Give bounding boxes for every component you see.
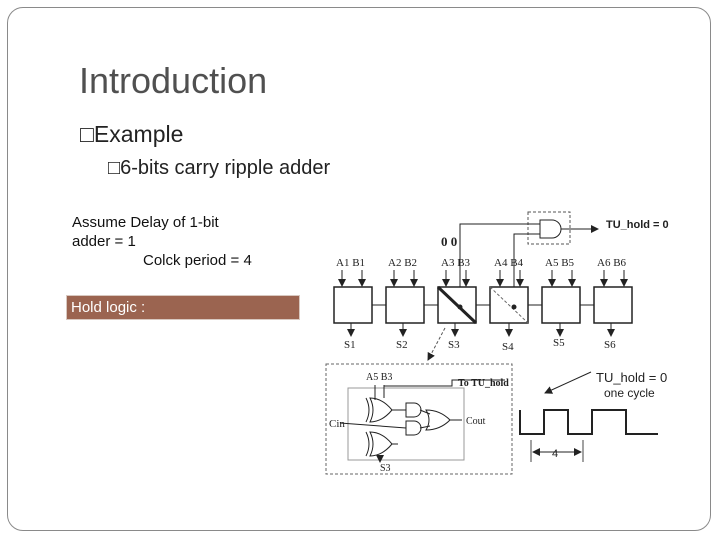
slide-title: Introduction <box>79 60 268 101</box>
and-gate-dashed-box <box>527 211 571 245</box>
bullet-example: □Example <box>80 121 183 148</box>
inset-s3-label: S3 <box>380 463 391 474</box>
bullet-adder: □6-bits carry ripple adder <box>108 157 330 180</box>
adder-block-2 <box>385 286 425 324</box>
assume-line-2: adder = 1 <box>72 233 136 250</box>
adder-block-1 <box>333 286 373 324</box>
and-gate-2 <box>405 420 422 436</box>
sum-label-3: S3 <box>448 339 460 351</box>
xor-gate-1 <box>369 397 393 423</box>
zeros-label: 0 0 <box>441 234 457 249</box>
and-gate-1 <box>405 402 422 418</box>
input-label-5: A5 B5 <box>545 257 575 269</box>
bullet-marker: □ <box>80 121 94 147</box>
period-label: 4 <box>552 448 558 460</box>
input-label-1: A1 B1 <box>336 257 365 269</box>
input-label-6: A6 B6 <box>597 257 627 269</box>
inset-cin-label: Cin <box>329 418 345 430</box>
inset-to-tu-hold-label: To TU_hold <box>458 378 509 389</box>
sum-label-4: S4 <box>502 341 514 353</box>
sub-bullet-marker: □ <box>108 157 121 179</box>
inset-a5b3-label: A5 B3 <box>366 372 392 383</box>
tu-hold-top-label: TU_hold = 0 <box>606 219 669 231</box>
input-label-3: A3 B3 <box>441 257 471 269</box>
adder-block-5 <box>541 286 581 324</box>
input-label-4: A4 B4 <box>494 257 524 269</box>
assume-line-3: Colck period = 4 <box>143 252 252 269</box>
or-gate <box>425 409 451 431</box>
bullet-example-text: Example <box>93 121 184 147</box>
clock-waveform <box>519 409 658 435</box>
hold-logic-box: Hold logic : <box>66 295 300 320</box>
bullet-adder-text: 6-bits carry ripple adder <box>120 157 331 179</box>
sum-label-6: S6 <box>604 339 616 351</box>
and-gate-top <box>539 219 562 239</box>
slide-frame <box>7 7 711 531</box>
sum-label-1: S1 <box>344 339 356 351</box>
xor-gate-2 <box>369 431 393 457</box>
input-label-2: A2 B2 <box>388 257 417 269</box>
sum-label-5: S5 <box>553 337 565 349</box>
inset-cout-label: Cout <box>466 416 486 427</box>
adder-block-6 <box>593 286 633 324</box>
tu-hold-right-label: TU_hold = 0 <box>596 370 667 385</box>
one-cycle-label: one cycle <box>604 386 655 400</box>
assume-line-1: Assume Delay of 1-bit <box>72 214 219 231</box>
path-diagonal-dashed <box>489 286 529 324</box>
hold-logic-inset <box>325 363 513 475</box>
sum-label-2: S2 <box>396 339 408 351</box>
path-diagonal-bold <box>436 285 478 325</box>
assumption-text: Assume Delay of 1-bit adder = 1 Colck pe… <box>72 213 302 270</box>
